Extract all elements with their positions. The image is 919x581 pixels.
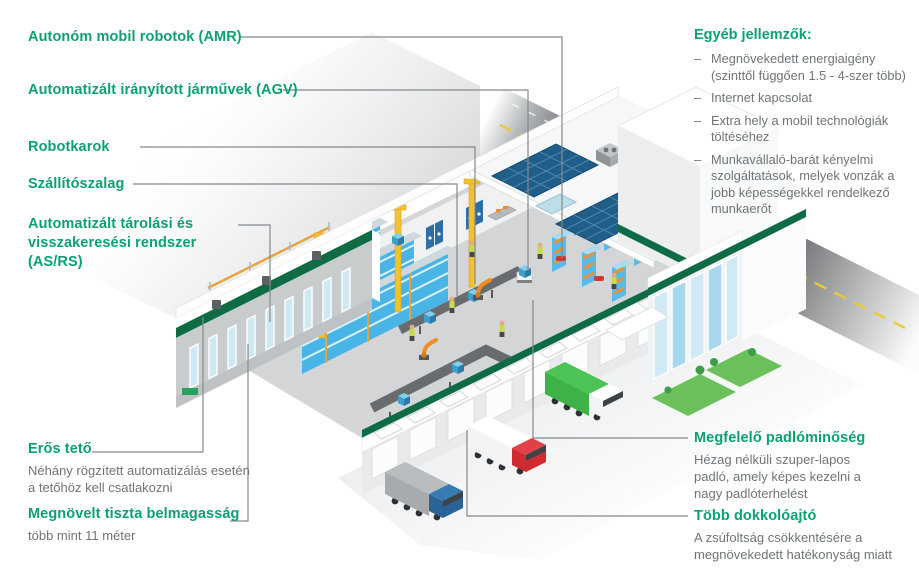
leader-robot-arms bbox=[140, 146, 476, 284]
leader-strong-roof bbox=[92, 317, 204, 453]
callout-clear-height-description: több mint 11 méter bbox=[28, 528, 136, 543]
callout-floor-quality-label: Megfelelő padlóminőség bbox=[694, 430, 866, 446]
leader-lines bbox=[92, 36, 688, 522]
sw-exterior-wall bbox=[175, 86, 619, 408]
callout-dock-doors: Több dokkolóajtó A zsúfoltság csökkentés… bbox=[694, 507, 919, 563]
amr-robot bbox=[594, 276, 604, 281]
leader-conveyor bbox=[133, 183, 458, 296]
leader-floor-quality bbox=[532, 300, 688, 439]
leader-agv bbox=[283, 89, 529, 271]
wall-windows bbox=[189, 266, 351, 390]
bullet-dash: – bbox=[694, 51, 702, 66]
ghost-roof-plane bbox=[0, 32, 560, 318]
agv-cart bbox=[516, 265, 533, 283]
leader-asrs bbox=[238, 224, 271, 322]
callout-robot-arms: Robotkarok bbox=[28, 139, 110, 155]
bullet-dash: – bbox=[694, 90, 702, 105]
solar-array bbox=[490, 143, 600, 198]
feature-item: – Internet kapcsolat bbox=[694, 90, 813, 105]
features-panel-title: Egyéb jellemzők: bbox=[694, 27, 812, 43]
entrance-canopy bbox=[605, 306, 669, 341]
dock-canopy-flaps bbox=[373, 292, 667, 440]
leader-amr bbox=[240, 36, 563, 258]
callout-amr: Autonóm mobil robotok (AMR) bbox=[28, 29, 242, 45]
wall-vents bbox=[212, 251, 321, 309]
skylight bbox=[534, 193, 578, 215]
wall-sign bbox=[182, 388, 198, 395]
callout-floor-quality: Megfelelő padlóminőség Hézag nélküli szu… bbox=[694, 429, 906, 502]
feature-item: – Megnövekedett energiaigény (szinttől f… bbox=[694, 51, 906, 83]
feature-item: – Munkavállaló-barát kényelmi szolgáltat… bbox=[694, 151, 895, 217]
office-annex bbox=[605, 209, 806, 416]
callout-dock-doors-label: Több dokkolóajtó bbox=[694, 508, 817, 524]
callout-strong-roof: Erős tető Néhány rögzített automatizálás… bbox=[28, 440, 256, 496]
bullet-dash: – bbox=[694, 112, 702, 128]
callout-asrs: Automatizált tárolási és visszakeresési … bbox=[28, 216, 197, 270]
blue-door-pair bbox=[426, 219, 443, 250]
callout-clear-height: Megnövelt tiszta belmagasság több mint 1… bbox=[28, 505, 278, 544]
leader-dock-doors bbox=[466, 430, 688, 517]
leader-clear-height bbox=[230, 344, 249, 522]
amr-robot bbox=[556, 256, 566, 261]
workbench bbox=[487, 205, 517, 221]
callout-strong-roof-description: Néhány rögzített automatizálás esetén a … bbox=[28, 463, 250, 495]
landscaping bbox=[652, 348, 782, 416]
callout-agv: Automatizált irányított járművek (AGV) bbox=[28, 82, 298, 98]
callout-conveyor: Szállítószalag bbox=[28, 176, 125, 192]
callout-dock-doors-description: A zsúfoltság csökkentésére a megnövekede… bbox=[694, 530, 893, 562]
features-panel: Egyéb jellemzők: – Megnövekedett energia… bbox=[694, 26, 915, 218]
callout-clear-height-label: Megnövelt tiszta belmagasság bbox=[28, 506, 240, 522]
callout-strong-roof-label: Erős tető bbox=[28, 441, 92, 457]
callout-floor-quality-description: Hézag nélküli szuper-lapos padló, amely … bbox=[694, 452, 861, 501]
feature-item: – Extra hely a mobil technológiák töltés… bbox=[694, 112, 889, 145]
bullet-dash: – bbox=[694, 151, 702, 167]
